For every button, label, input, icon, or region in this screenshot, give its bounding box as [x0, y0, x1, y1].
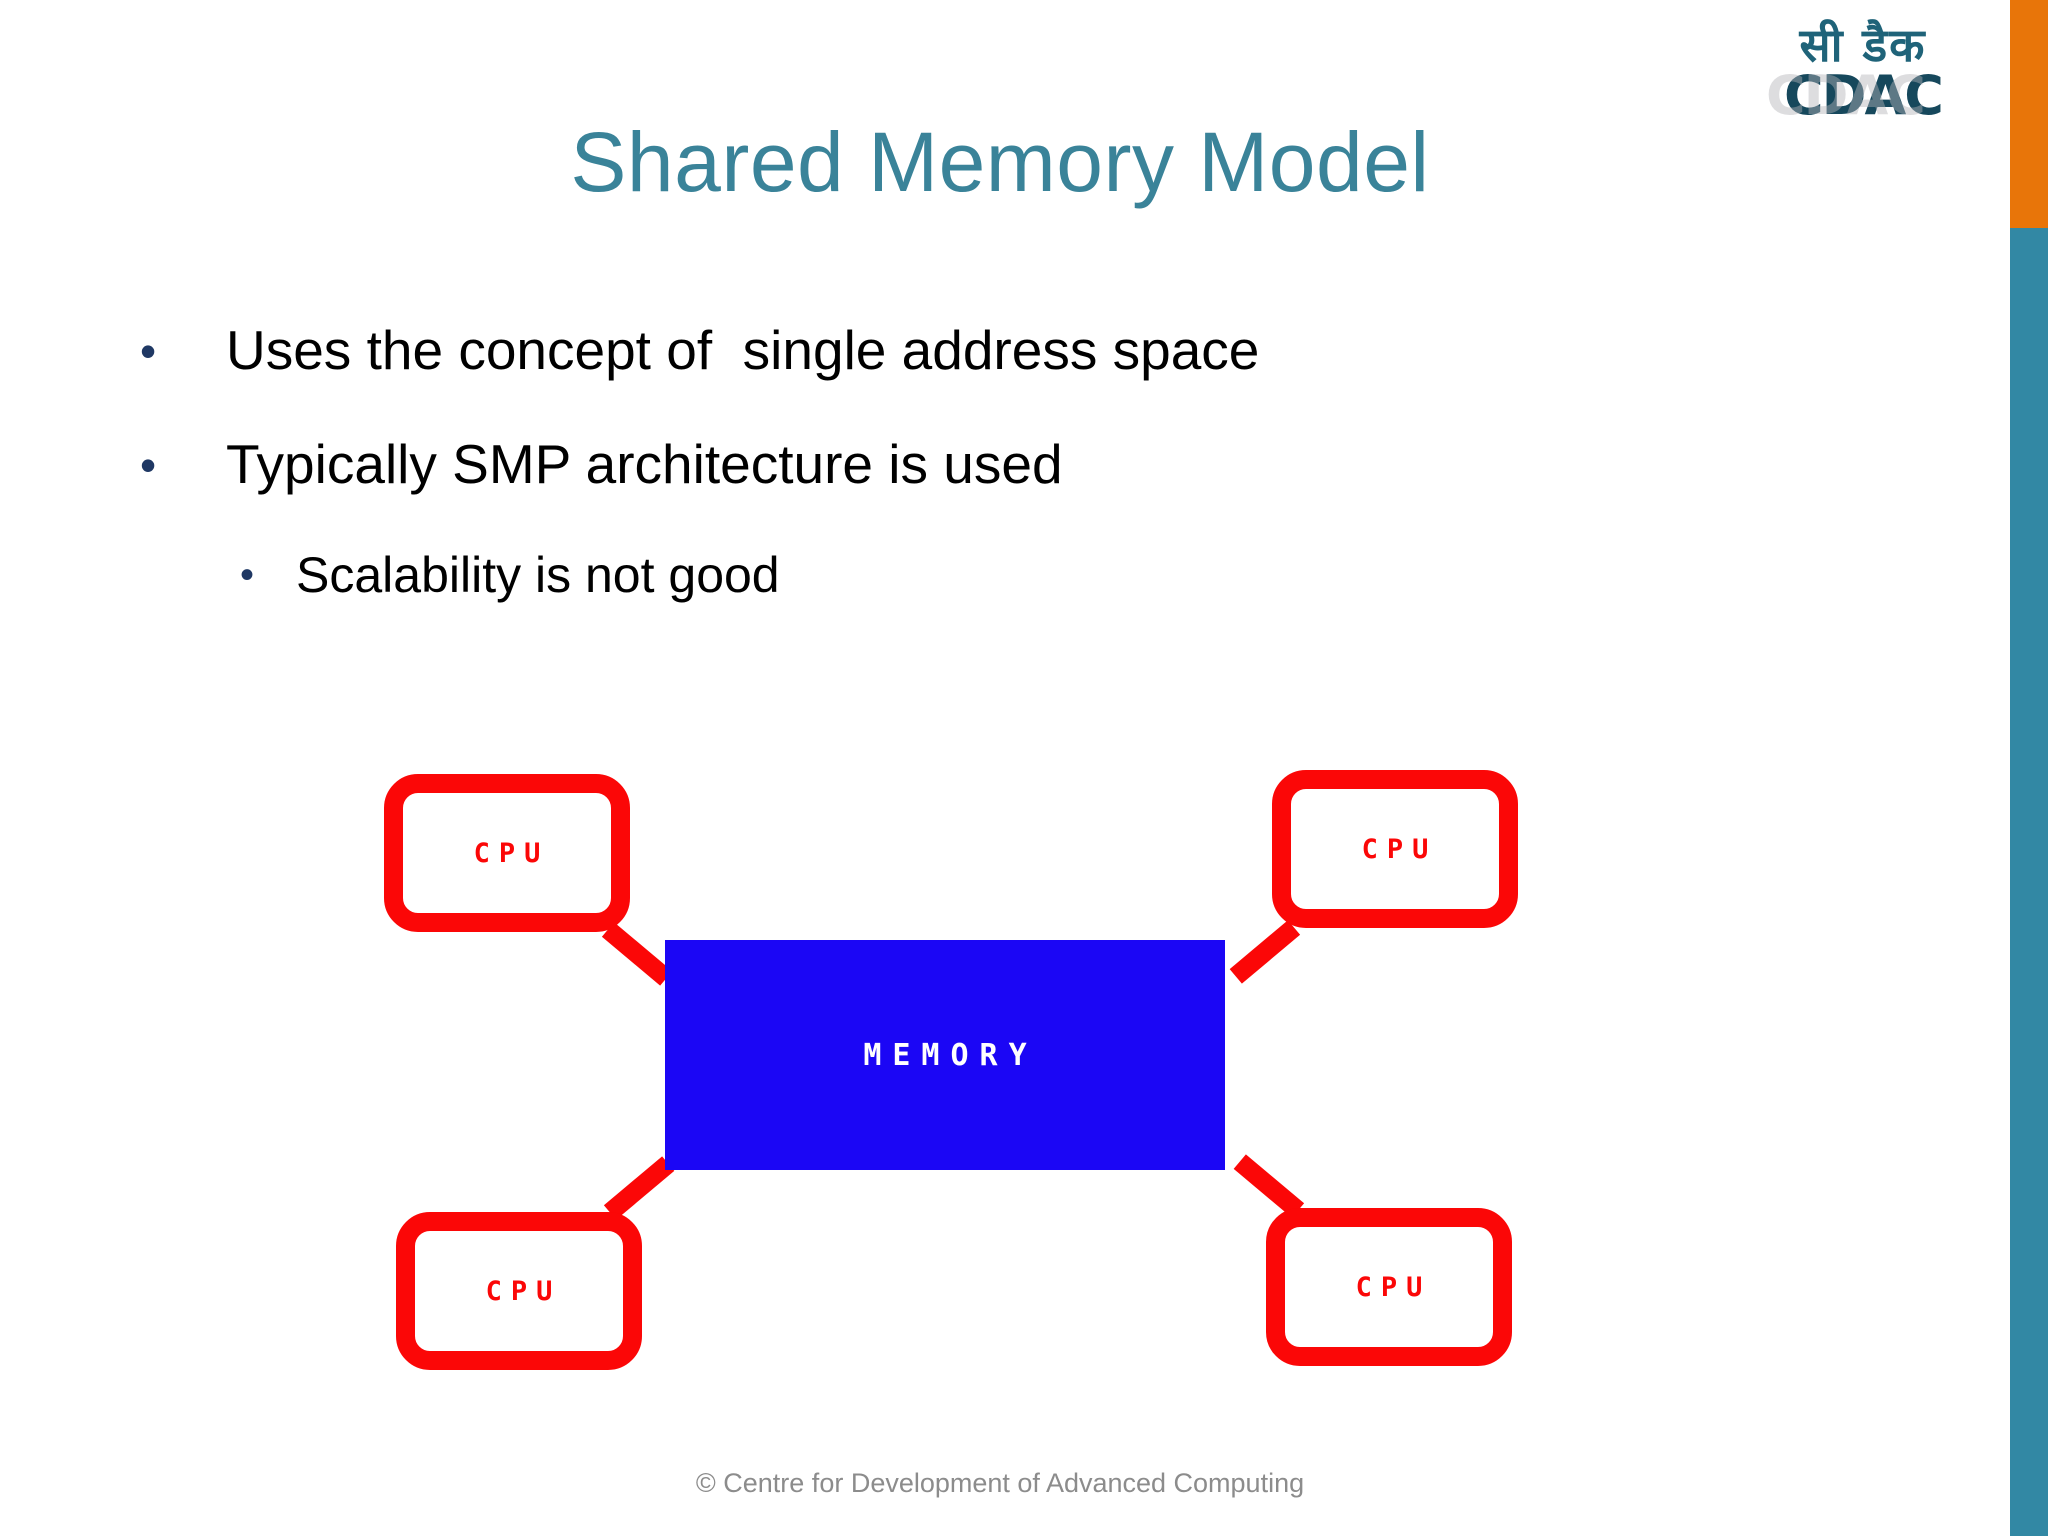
cdac-logo: सी डैक CDAC CDAC: [1738, 14, 1988, 132]
list-item: • Uses the concept of single address spa…: [140, 319, 1840, 382]
cpu-label: CPU: [1355, 1271, 1432, 1303]
edge-stripe-orange: [2010, 0, 2048, 228]
cdac-logo-hindi-text: सी डैक: [1799, 17, 1927, 72]
cdac-logo-latin-label: CDAC: [1784, 63, 1944, 127]
bullet-marker-icon: •: [140, 325, 157, 377]
connector-top-right: [1229, 920, 1301, 984]
bullet-text: Scalability is not good: [296, 547, 780, 604]
footer-copyright: © Centre for Development of Advanced Com…: [695, 1468, 1305, 1498]
bullet-marker-icon: •: [240, 553, 255, 598]
bullet-text: Uses the concept of single address space: [226, 319, 1260, 381]
connector-top-left: [601, 922, 673, 986]
cpu-label: CPU: [1361, 833, 1438, 865]
memory-label: MEMORY: [863, 1037, 1038, 1073]
cpu-box-top-right: CPU: [1272, 770, 1518, 928]
bullet-marker-icon: •: [140, 438, 157, 491]
cpu-label: CPU: [485, 1275, 562, 1307]
memory-box: MEMORY: [665, 940, 1225, 1170]
edge-stripe-teal: [2010, 228, 2048, 1536]
shared-memory-diagram: CPU CPU MEMORY CPU CPU: [380, 770, 1520, 1370]
cpu-box-bottom-right: CPU: [1266, 1208, 1512, 1366]
page-title: Shared Memory Model: [570, 115, 1430, 209]
list-item: • Scalability is not good: [240, 547, 1840, 603]
cdac-logo-latin-text: CDAC CDAC: [1766, 67, 1944, 125]
connector-bottom-left: [603, 1156, 675, 1220]
list-item: • Typically SMP architecture is used: [140, 432, 1840, 496]
bullet-text: Typically SMP architecture is used: [226, 432, 1063, 495]
bullet-list: • Uses the concept of single address spa…: [140, 319, 1840, 603]
cpu-label: CPU: [473, 837, 550, 869]
cpu-box-top-left: CPU: [384, 774, 630, 932]
cpu-box-bottom-left: CPU: [396, 1212, 642, 1370]
